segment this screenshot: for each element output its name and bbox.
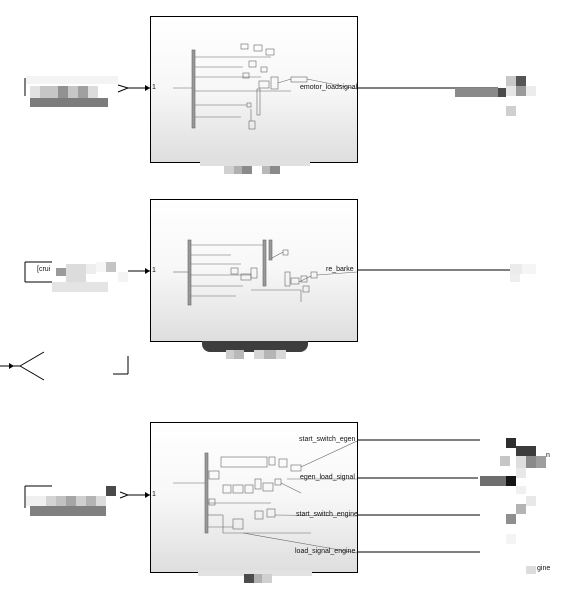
wire-branch-down: [19, 365, 45, 381]
subsystem-thumbnail-bottom: [173, 440, 357, 554]
top-output-label: emotor_loadsignal: [300, 84, 358, 91]
subsystem-footer-bottom: [198, 570, 312, 576]
arrow-bot-in: [145, 492, 150, 498]
middle-input-tag-text: [crui: [37, 266, 51, 273]
subsystem-thumbnail-top: [173, 43, 357, 130]
middle-input-port-number: 1: [152, 267, 156, 274]
bottom-output-label-3: start_switch_engine: [296, 511, 358, 518]
subsystem-footer-middle: [202, 341, 308, 352]
wire-branch-up: [19, 351, 45, 367]
top-input-port-number: 1: [152, 84, 156, 91]
subsystem-block-top[interactable]: [150, 16, 358, 163]
bottom-output-label-1: start_switch_egen: [299, 436, 356, 443]
bottom-right-text-n: n: [546, 452, 550, 459]
bottom-output-label-4: load_signal_engine: [295, 548, 356, 555]
wire-bot-input: [119, 491, 130, 499]
wire-top-input: [117, 84, 130, 93]
bottom-right-text-gine: gine: [537, 565, 551, 572]
arrow-branch: [9, 363, 14, 369]
subsystem-block-bottom[interactable]: [150, 422, 358, 573]
subsystem-thumbnail-middle: [173, 239, 357, 306]
bottom-input-port-number: 1: [152, 491, 156, 498]
bottom-output-label-2: egen_load_signal: [300, 474, 355, 481]
middle-output-label: re_barke: [326, 266, 354, 273]
arrow-top-in: [145, 85, 150, 91]
arrow-mid-in: [145, 268, 150, 274]
subsystem-footer-top: [200, 158, 310, 166]
